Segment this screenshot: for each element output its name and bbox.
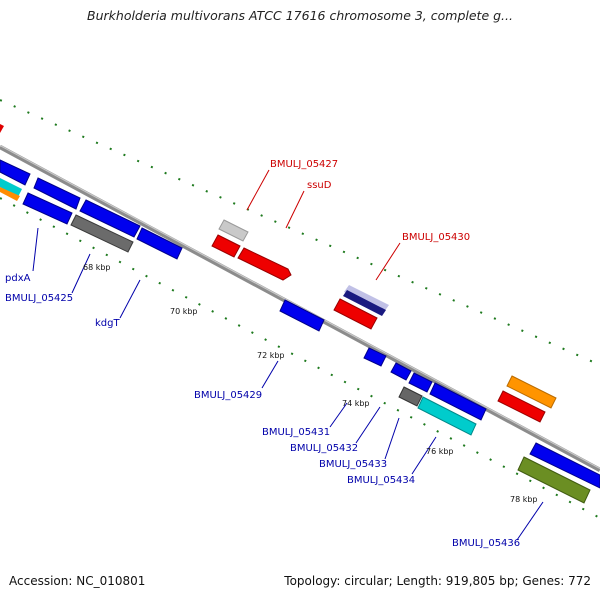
gene-arrow[interactable]: [33, 177, 81, 210]
gene-label[interactable]: pdxA: [5, 273, 31, 284]
tick-label: 70 kbp: [170, 307, 198, 316]
backbone-highlight: [0, 144, 600, 470]
tick-label: 78 kbp: [510, 495, 538, 504]
gene-labels: BMULJ_05427 ssuD BMULJ_05430 pdxA BMULJ_…: [5, 159, 520, 549]
gene-arrow[interactable]: [0, 178, 22, 197]
gene-arrow[interactable]: [237, 247, 292, 281]
tick-marks: 68 kbp 70 kbp 72 kbp 74 kbp 76 kbp 78 kb…: [83, 263, 538, 504]
gene-arrow[interactable]: [136, 227, 183, 260]
gene-arrow[interactable]: [211, 234, 241, 258]
gene-arrow[interactable]: [390, 362, 412, 381]
gene-arrows-forward: [0, 124, 557, 409]
gene-arrow[interactable]: [333, 298, 378, 330]
tick-label: 74 kbp: [342, 399, 370, 408]
gene-label[interactable]: BMULJ_05425: [5, 293, 73, 304]
gene-arrow[interactable]: [529, 442, 600, 489]
gene-label[interactable]: BMULJ_05433: [319, 459, 387, 470]
gene-label[interactable]: BMULJ_05429: [194, 390, 262, 401]
gene-label[interactable]: BMULJ_05436: [452, 538, 520, 549]
accession-text: Accession: NC_010801: [9, 574, 146, 588]
gene-arrow[interactable]: [218, 219, 249, 242]
tick-label: 72 kbp: [257, 351, 285, 360]
map-title: Burkholderia multivorans ATCC 17616 chro…: [87, 8, 513, 23]
gene-arrow[interactable]: [344, 285, 389, 312]
gene-arrow[interactable]: [0, 124, 4, 133]
tick-label: 76 kbp: [426, 447, 454, 456]
gene-arrow[interactable]: [0, 187, 20, 201]
gene-arrow[interactable]: [417, 396, 477, 436]
gene-arrow[interactable]: [279, 299, 325, 332]
label-leader-lines: [32, 169, 544, 541]
gene-arrow[interactable]: [0, 159, 31, 186]
tick-label: 68 kbp: [83, 263, 111, 272]
gene-arrow[interactable]: [22, 192, 73, 225]
gene-arrow[interactable]: [79, 199, 141, 238]
gene-arrow[interactable]: [497, 390, 546, 423]
gene-label[interactable]: ssuD: [307, 180, 332, 191]
gene-label[interactable]: BMULJ_05432: [290, 443, 358, 454]
gene-arrow[interactable]: [506, 375, 557, 409]
gene-arrow[interactable]: [408, 372, 433, 393]
gene-arrows-inner: [0, 159, 600, 504]
gene-arrow[interactable]: [517, 456, 591, 504]
gene-label[interactable]: BMULJ_05434: [347, 475, 415, 486]
gene-arrow[interactable]: [343, 290, 386, 316]
gene-label[interactable]: BMULJ_05427: [270, 159, 338, 170]
gene-label[interactable]: kdgT: [95, 318, 120, 329]
gene-arrow[interactable]: [70, 214, 134, 253]
genome-summary-text: Topology: circular; Length: 919,805 bp; …: [284, 574, 591, 588]
gene-label[interactable]: BMULJ_05430: [402, 232, 470, 243]
gene-arrow[interactable]: [398, 386, 423, 407]
gene-arrow[interactable]: [429, 382, 487, 421]
gene-arrow[interactable]: [363, 347, 387, 367]
inner-tick-ring: [0, 197, 600, 519]
gene-label[interactable]: BMULJ_05431: [262, 427, 330, 438]
